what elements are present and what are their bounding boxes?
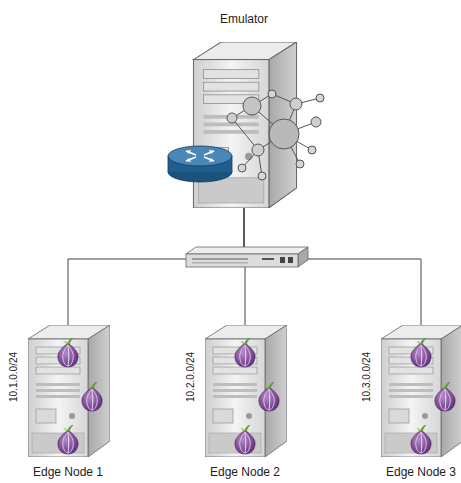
- subnet-label: 10.1.0.0/24: [8, 352, 19, 402]
- tor-onion: [82, 382, 102, 411]
- tor-onion: [58, 338, 78, 367]
- tor-onion: [58, 425, 78, 454]
- tor-onion: [259, 382, 279, 411]
- server-label: Emulator: [220, 12, 268, 26]
- network-switch: [186, 247, 308, 267]
- edge-node: 10.2.0.0/24Edge Node 2: [183, 326, 287, 478]
- server-tower: [381, 325, 461, 457]
- tor-onion: [411, 425, 431, 454]
- tor-onion: [435, 382, 455, 411]
- server-tower: [205, 325, 287, 457]
- emulator-server: Emulator: [160, 4, 330, 208]
- edge-node: 10.1.0.0/24Edge Node 1: [6, 326, 110, 478]
- node-caption: Edge Node 1: [33, 465, 103, 479]
- tor-onion: [235, 425, 255, 454]
- tor-onion: [235, 338, 255, 367]
- subnet-label: 10.3.0.0/24: [361, 352, 372, 402]
- router-icon: [168, 146, 232, 182]
- subnet-label: 10.2.0.0/24: [185, 352, 196, 402]
- network-graph: [227, 90, 324, 180]
- server-tower: [28, 325, 110, 457]
- node-caption: Edge Node 2: [210, 465, 280, 479]
- node-caption: Edge Node 3: [386, 465, 456, 479]
- edge-node: 10.3.0.0/24Edge Node 3: [359, 326, 459, 478]
- tor-onion: [411, 338, 431, 367]
